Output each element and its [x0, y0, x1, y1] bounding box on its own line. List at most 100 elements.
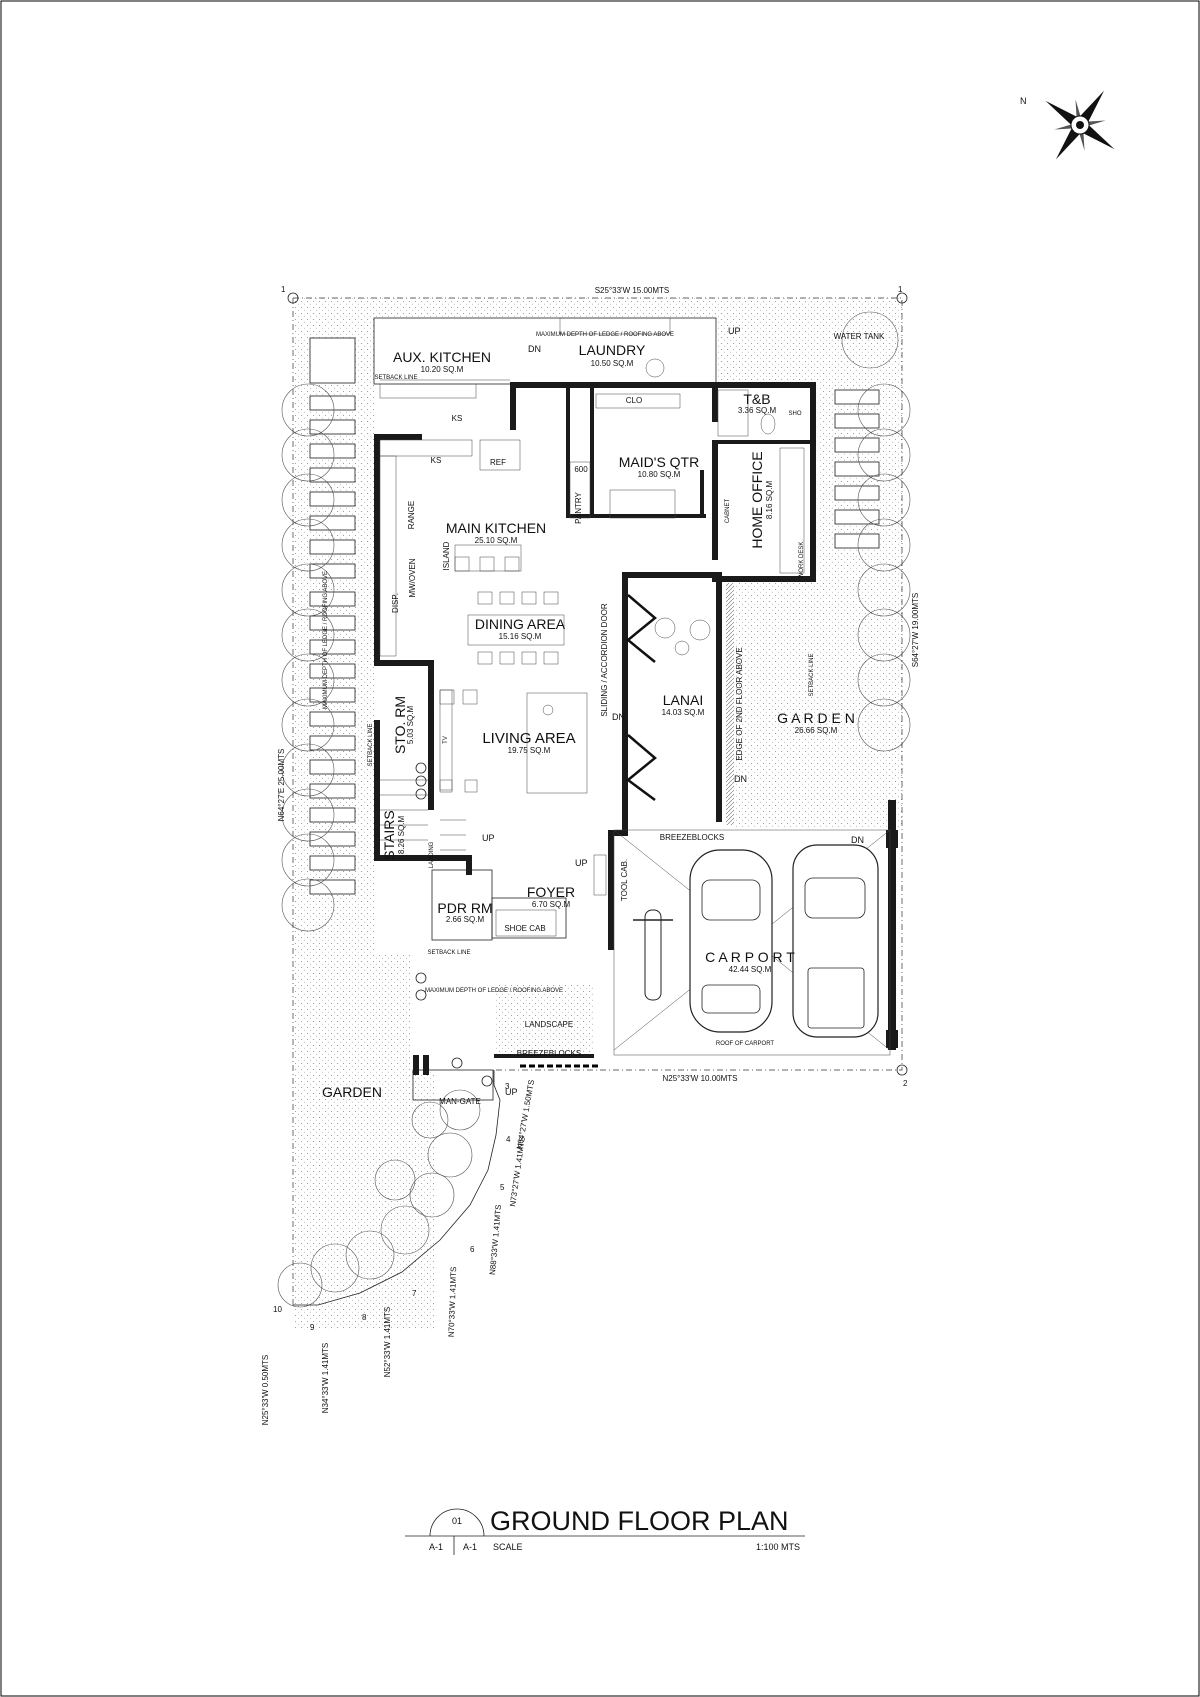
stairs-label: STAIRS	[381, 810, 397, 860]
curve-bearing-2: N73°27'W 1.41MTS	[508, 1136, 527, 1207]
north-arrow-icon	[1045, 90, 1115, 160]
car-left	[689, 849, 773, 1033]
up-marker-foyer: UP	[575, 858, 588, 868]
aux-kitchen-label: AUX. KITCHEN	[393, 349, 491, 365]
right-garden-fill	[735, 583, 902, 827]
sheet-ref-b: A-1	[463, 1542, 477, 1552]
island-label: ISLAND	[442, 541, 451, 570]
roof-carport-label: ROOF OF CARPORT	[716, 1041, 775, 1047]
up-marker-stairs: UP	[482, 833, 495, 843]
landscape-label: LANDSCAPE	[525, 1020, 573, 1029]
up-marker-top: UP	[728, 326, 741, 336]
lanai-label: LANAI	[663, 692, 703, 708]
garden-left-label: GARDEN	[322, 1084, 382, 1100]
ks-label-main: KS	[431, 456, 442, 465]
sto-rm-label: STO. RM	[392, 696, 408, 754]
corner-mark-3: 3	[505, 1082, 510, 1091]
dining-area-label: DINING AREA	[475, 616, 566, 632]
maids-qtr-area: 10.80 SQ.M	[638, 470, 681, 479]
setback-note-front: SETBACK LINE	[427, 950, 470, 956]
sheet-ref-a: A-1	[429, 1542, 443, 1552]
right-stepping-pads	[834, 389, 880, 549]
tool-cab-label: TOOL CAB.	[620, 859, 629, 901]
tb-label: T&B	[743, 391, 770, 407]
six-hundred-label: 600	[574, 465, 588, 474]
corner-mark-2: 2	[903, 1079, 908, 1088]
dn-marker-garden: DN	[734, 774, 747, 784]
boundary-left-label: N64°27'E 25.00MTS	[277, 749, 286, 822]
corner-mark-9: 9	[310, 1323, 315, 1332]
cabinet-label: CABNET	[725, 499, 731, 524]
range-label: RANGE	[407, 501, 416, 529]
carport-label: C A R P O R T	[705, 949, 795, 965]
living-area-area: 19.75 SQ.M	[508, 746, 551, 755]
boundary-top-label: S25°33'W 15.00MTS	[595, 286, 670, 295]
car-right	[792, 844, 879, 1038]
breezeblocks-label-2: BREEZEBLOCKS	[517, 1049, 581, 1058]
sto-rm-area: 5.03 SQ.M	[406, 706, 415, 745]
left-stepping-pads	[309, 337, 356, 895]
corner-mark-4: 4	[506, 1135, 511, 1144]
curve-bearing-5: N52°33'W 1.41MTS	[383, 1307, 392, 1378]
mw-oven-label: MW/OVEN	[408, 558, 417, 597]
stair-tags	[415, 762, 493, 1087]
top-strip-fill	[374, 298, 716, 318]
stairs-area: 8.26 SQ.M	[397, 816, 406, 855]
ks-label-aux: KS	[452, 414, 463, 423]
pdr-rm-area: 2.66 SQ.M	[446, 915, 485, 924]
corner-mark-10: 10	[273, 1305, 282, 1314]
setback-note-top: SETBACK LINE	[374, 375, 417, 381]
furniture	[379, 317, 805, 937]
curve-bearing-6: N34°33'W 1.41MTS	[321, 1343, 330, 1414]
setback-note-right: SETBACK LINE	[809, 653, 815, 696]
ledge-note-left: MAXIMUM DEPTH OF LEDGE / ROOFING ABOVE	[323, 571, 329, 709]
laundry-label: LAUNDRY	[579, 342, 646, 358]
pantry-label: PANTRY	[574, 491, 583, 523]
main-kitchen-label: MAIN KITCHEN	[446, 520, 546, 536]
front-landscape-fill	[494, 985, 594, 1060]
pdr-rm-label: PDR RM	[437, 900, 492, 916]
left-trees	[281, 383, 335, 932]
home-office-label: HOME OFFICE	[749, 451, 765, 548]
landing-label: LANDING	[429, 841, 435, 868]
corner-mark-6: 6	[470, 1245, 475, 1254]
main-kitchen-area: 25.10 SQ.M	[475, 536, 518, 545]
ref-label: REF	[490, 458, 506, 467]
corner-mark-top-left: 1	[281, 285, 286, 294]
lanai-edge-hatch	[726, 583, 734, 825]
man-gate-label: MAN-GATE	[439, 1097, 481, 1106]
laundry-area: 10.50 SQ.M	[591, 359, 634, 368]
corner-mark-8: 8	[362, 1313, 367, 1322]
breezeblocks-label-1: BREEZEBLOCKS	[660, 833, 724, 842]
work-desk-label: WORK DESK	[799, 542, 805, 579]
left-garden-fill	[293, 298, 435, 1330]
maids-qtr-label: MAID'S QTR	[619, 454, 699, 470]
scale-label: SCALE	[493, 1542, 523, 1552]
tv-label: TV	[443, 736, 449, 744]
ledge-note-top: MAXIMUM DEPTH OF LEDGE / ROOFING ABOVE	[536, 332, 674, 338]
dn-marker-lanai: DN	[612, 712, 625, 722]
aux-kitchen-area: 10.20 SQ.M	[421, 365, 464, 374]
drawing-title: GROUND FLOOR PLAN	[490, 1506, 789, 1536]
title-block: 01 GROUND FLOOR PLAN A-1 A-1 SCALE 1:100…	[405, 1506, 805, 1555]
site-landscape	[277, 298, 911, 1330]
right-strip-fill	[716, 298, 902, 384]
shoe-cab-label: SHOE CAB	[504, 924, 545, 933]
drawing-number: 01	[452, 1516, 462, 1526]
up-marker-gate: UP	[505, 1087, 518, 1097]
disp-label: DISP.	[391, 593, 400, 613]
home-office-area: 8.16 SQ.M	[765, 481, 774, 520]
lanai-area: 14.03 SQ.M	[662, 708, 705, 717]
right-trees	[841, 311, 911, 752]
foyer-label: FOYER	[527, 884, 575, 900]
north-label: N	[1020, 96, 1027, 106]
dining-area-area: 15.16 SQ.M	[499, 632, 542, 641]
clo-label: CLO	[626, 396, 642, 405]
carport-outline	[613, 829, 891, 1056]
setback-note-left: SETBACK LINE	[368, 723, 374, 766]
sliding-door-label: SLIDING / ACCORDION DOOR	[600, 603, 609, 717]
water-tank-label: WATER TANK	[834, 332, 885, 341]
corner-mark-7: 7	[412, 1289, 417, 1298]
